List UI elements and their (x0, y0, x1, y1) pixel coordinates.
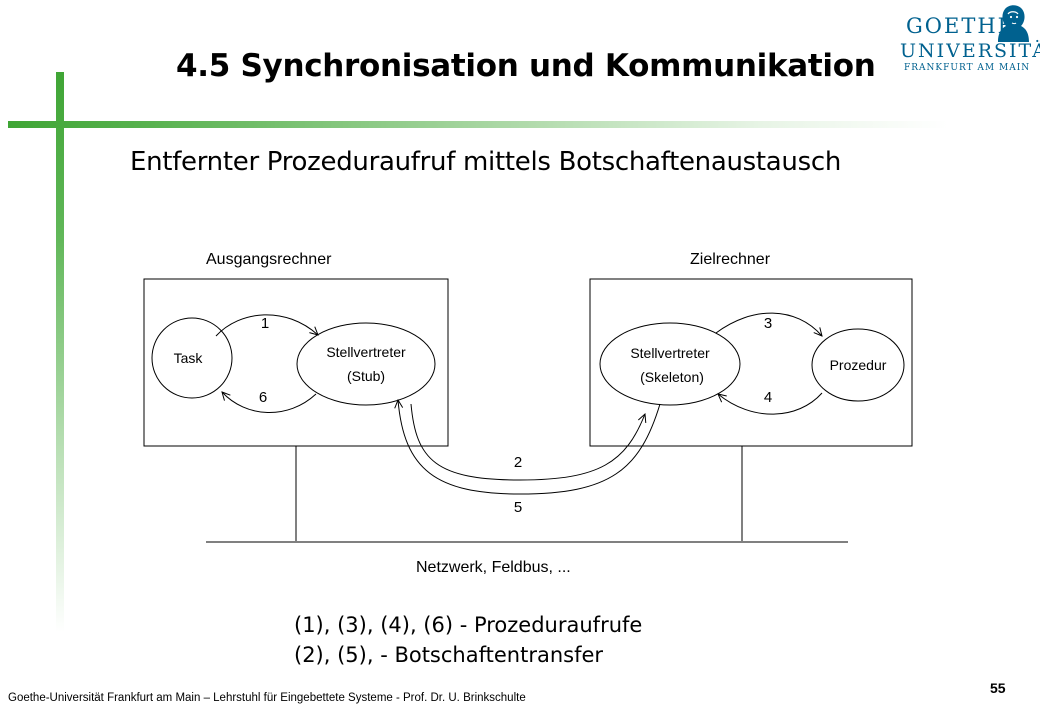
legend: (1), (3), (4), (6) - Prozeduraufrufe (2)… (294, 610, 642, 670)
footer-text: Goethe-Universität Frankfurt am Main – L… (8, 692, 526, 704)
network-label: Netzwerk, Feldbus, ... (416, 559, 571, 576)
step-label-6: 6 (259, 389, 267, 406)
task-node (151, 317, 233, 399)
step-label-4: 4 (764, 389, 772, 406)
step-label-5: 5 (514, 499, 522, 516)
stub-node (296, 322, 436, 406)
legend-line-calls: (1), (3), (4), (6) - Prozeduraufrufe (294, 613, 643, 637)
step-label-3: 3 (764, 315, 772, 332)
page-number: 55 (990, 680, 1006, 696)
procedure-node-label: Prozedur (830, 357, 887, 373)
task-node-label: Task (174, 350, 204, 366)
arrow-step-4 (718, 392, 823, 415)
goethe-portrait-icon (998, 5, 1029, 42)
step-label-2: 2 (514, 454, 522, 471)
logo-text-frankfurt: FRANKFURT AM MAIN (904, 63, 1031, 73)
procedure-node (811, 328, 905, 402)
decorative-horizontal-bar (8, 121, 948, 128)
university-logo: GOETHE UNIVERSITÄT FRANKFURT AM MAIN (896, 2, 1040, 74)
slide-title: 4.5 Synchronisation und Kommunikation (176, 48, 876, 84)
logo-text-universitaet: UNIVERSITÄT (900, 40, 1040, 62)
target-computer-label: Zielrechner (690, 251, 771, 268)
legend-line-messages: (2), (5), - Botschaftentransfer (294, 643, 604, 667)
slide-subtitle: Entfernter Prozeduraufruf mittels Botsch… (130, 147, 842, 177)
logo-text-goethe: GOETHE (906, 14, 1015, 38)
skeleton-node-label-line1: Stellvertreter (630, 345, 710, 361)
arrow-step-1 (215, 314, 318, 337)
stub-node-label-line2: (Stub) (347, 368, 385, 384)
skeleton-node-label-line2: (Skeleton) (640, 369, 704, 385)
skeleton-node (599, 322, 741, 406)
arrow-step-5 (398, 400, 661, 495)
target-computer-box (589, 278, 913, 447)
step-label-1: 1 (261, 315, 269, 332)
arrow-step-2 (410, 403, 645, 481)
arrow-step-3 (715, 312, 822, 336)
arrow-step-6 (222, 392, 317, 413)
stub-node-label-line1: Stellvertreter (326, 344, 406, 360)
source-computer-label: Ausgangsrechner (206, 251, 332, 268)
decorative-vertical-bar (56, 72, 64, 632)
